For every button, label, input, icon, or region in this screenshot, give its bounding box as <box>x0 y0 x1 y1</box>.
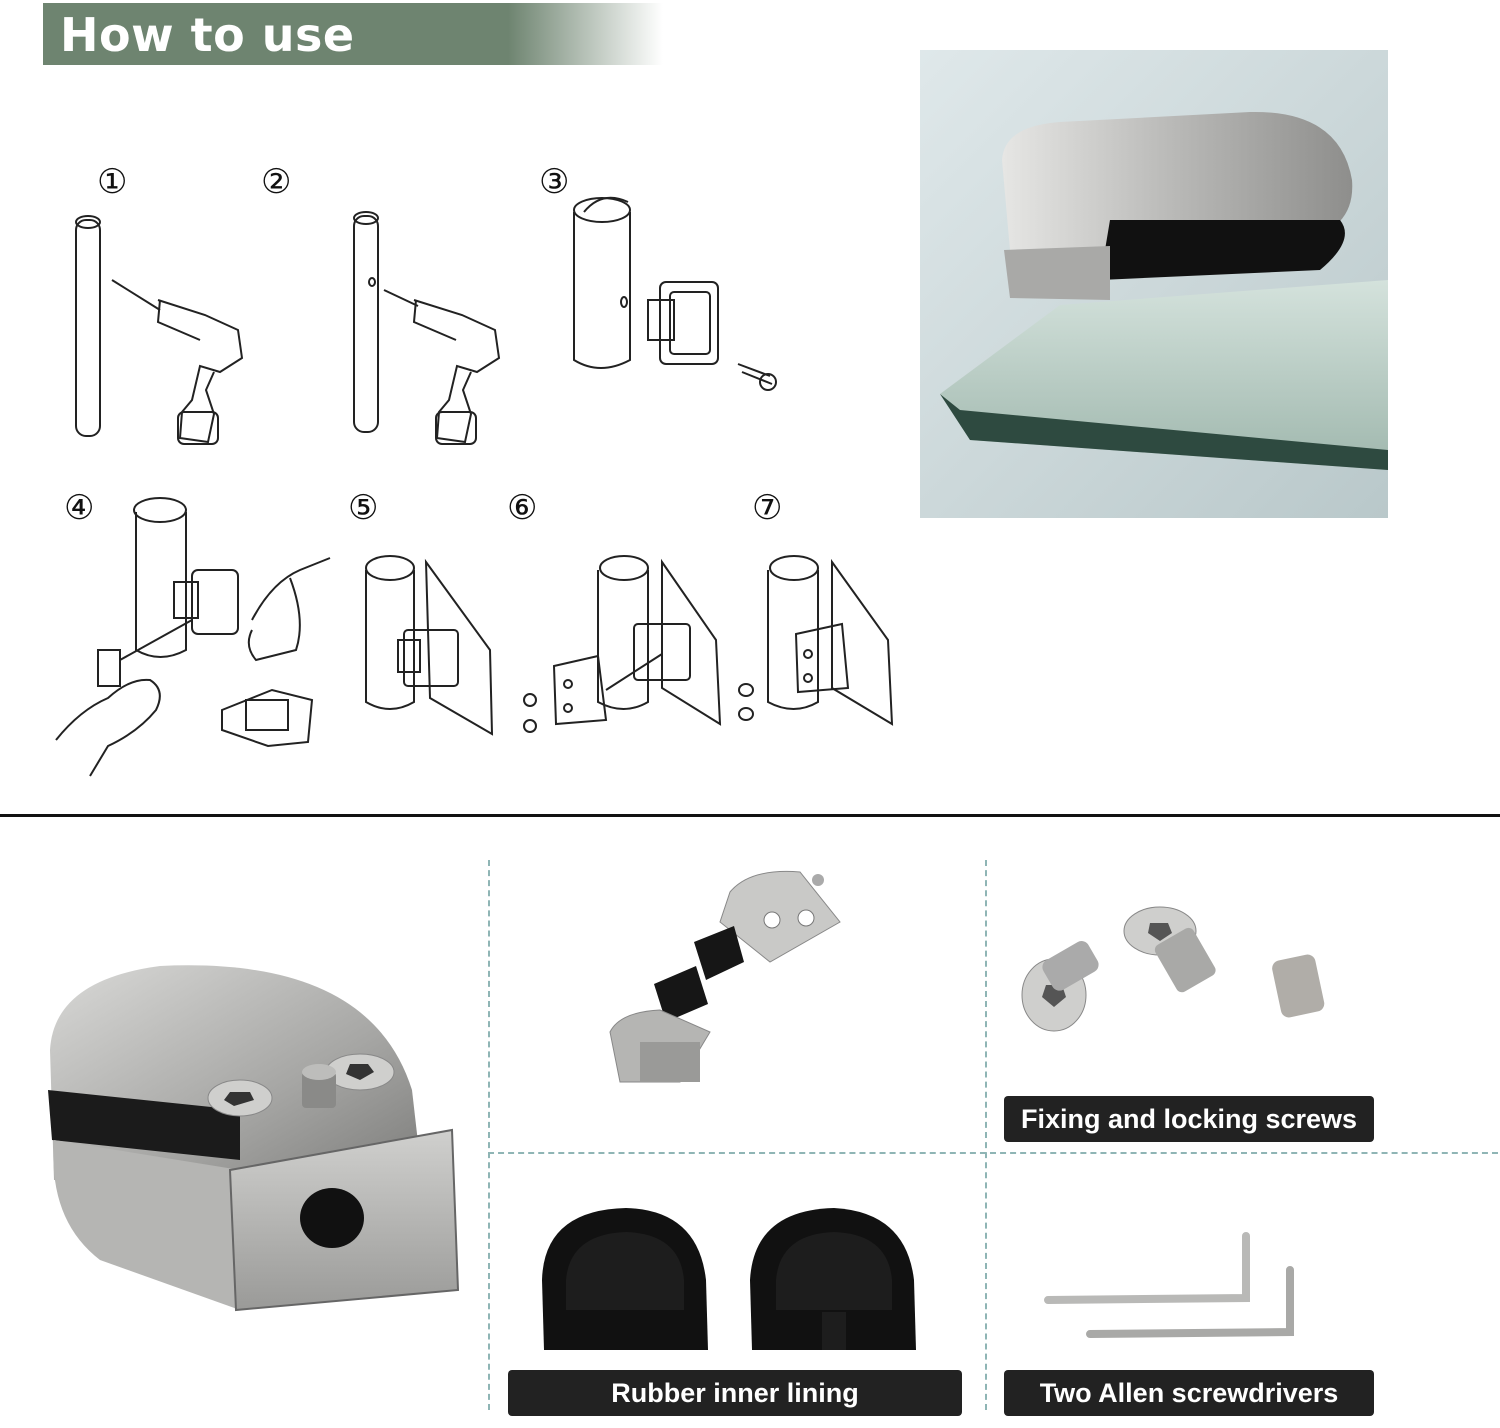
step-number-7: ⑦ <box>752 488 783 528</box>
caption-wrenches: Two Allen screwdrivers <box>1004 1370 1374 1416</box>
grid-line-horizontal <box>488 1152 1498 1154</box>
header-banner <box>43 3 663 65</box>
grid-line-vertical-1 <box>488 860 490 1410</box>
installation-diagram <box>55 196 894 777</box>
screws-photo <box>1021 906 1325 1032</box>
step-5-illustration <box>365 555 494 736</box>
step-number-5: ⑤ <box>348 488 379 528</box>
step-number-6: ⑥ <box>507 488 538 528</box>
step-3-illustration <box>573 196 777 391</box>
rubber-lining-photo <box>542 1208 916 1350</box>
step-number-4: ④ <box>64 488 95 528</box>
page-title: How to use <box>60 8 355 62</box>
step-1-illustration <box>75 215 244 445</box>
exploded-assembly-photo <box>609 870 841 1083</box>
step-2-illustration <box>353 211 501 445</box>
clamp-on-glass-photo <box>920 50 1388 518</box>
allen-keys-photo <box>1044 1232 1294 1338</box>
grid-line-vertical-2 <box>985 860 987 1410</box>
section-divider <box>0 814 1500 817</box>
step-7-illustration <box>738 555 894 726</box>
caption-rubber: Rubber inner lining <box>508 1370 962 1416</box>
step-number-1: ① <box>97 162 128 202</box>
step-6-illustration <box>523 555 722 733</box>
clamp-product-photo <box>48 965 460 1312</box>
step-4-illustration <box>55 497 331 777</box>
caption-screws: Fixing and locking screws <box>1004 1096 1374 1142</box>
step-number-2: ② <box>261 162 292 202</box>
step-number-3: ③ <box>539 162 570 202</box>
